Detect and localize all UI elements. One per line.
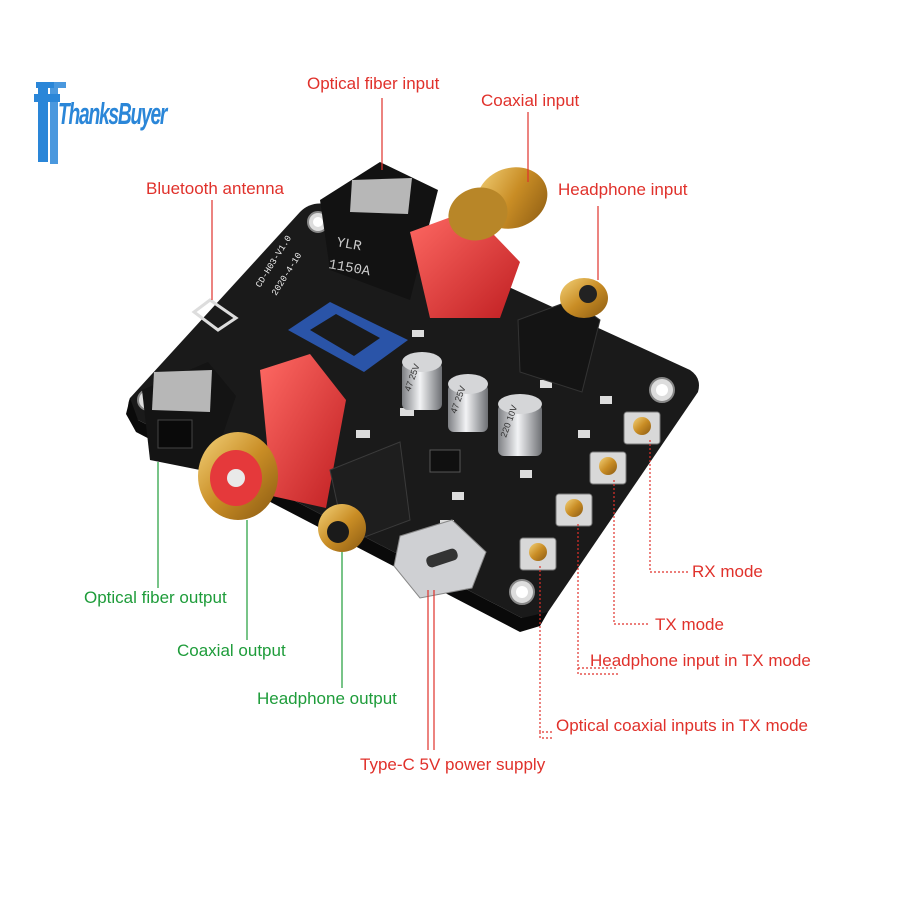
optical-input-part-text: YLR [335,235,363,255]
button-optical-coax-tx [519,537,557,571]
optical-input-code-text: 1150A [327,257,372,280]
headphone-input-jack [517,278,608,393]
label-coaxial-output: Coaxial output [177,641,286,660]
capacitor-3: 220 10V [498,394,542,456]
capacitor-1: 47 25V [402,352,442,410]
button-tx [589,451,627,485]
leader-lines-red [211,98,688,750]
leader-lines-green [157,462,343,688]
label-optical-fiber-output: Optical fiber output [84,588,227,607]
typec-port [393,519,487,599]
label-optical-coaxial-tx: Optical coaxial inputs in TX mode [556,716,808,735]
label-bluetooth-antenna: Bluetooth antenna [146,179,285,198]
label-typec-power: Type-C 5V power supply [360,755,546,774]
label-tx-mode: TX mode [655,615,724,634]
bluetooth-module [191,298,408,372]
label-headphone-input-tx: Headphone input in TX mode [590,651,811,670]
brand-wordmark: ThanksBuyer [58,96,167,131]
button-rx [623,411,661,445]
label-headphone-output: Headphone output [257,689,397,708]
label-coaxial-input: Coaxial input [481,91,580,110]
label-optical-fiber-input: Optical fiber input [307,74,440,93]
coaxial-input-port [410,167,548,318]
optical-fiber-input-port: YLR 1150A [320,162,438,300]
button-headphone-in-tx [555,493,593,527]
coaxial-output-port [198,354,346,520]
label-rx-mode: RX mode [692,562,763,581]
capacitor-2: 47 25V [448,374,488,432]
brand-logo-icon [34,82,66,164]
label-headphone-input: Headphone input [558,180,688,199]
headphone-output-jack [318,441,411,552]
